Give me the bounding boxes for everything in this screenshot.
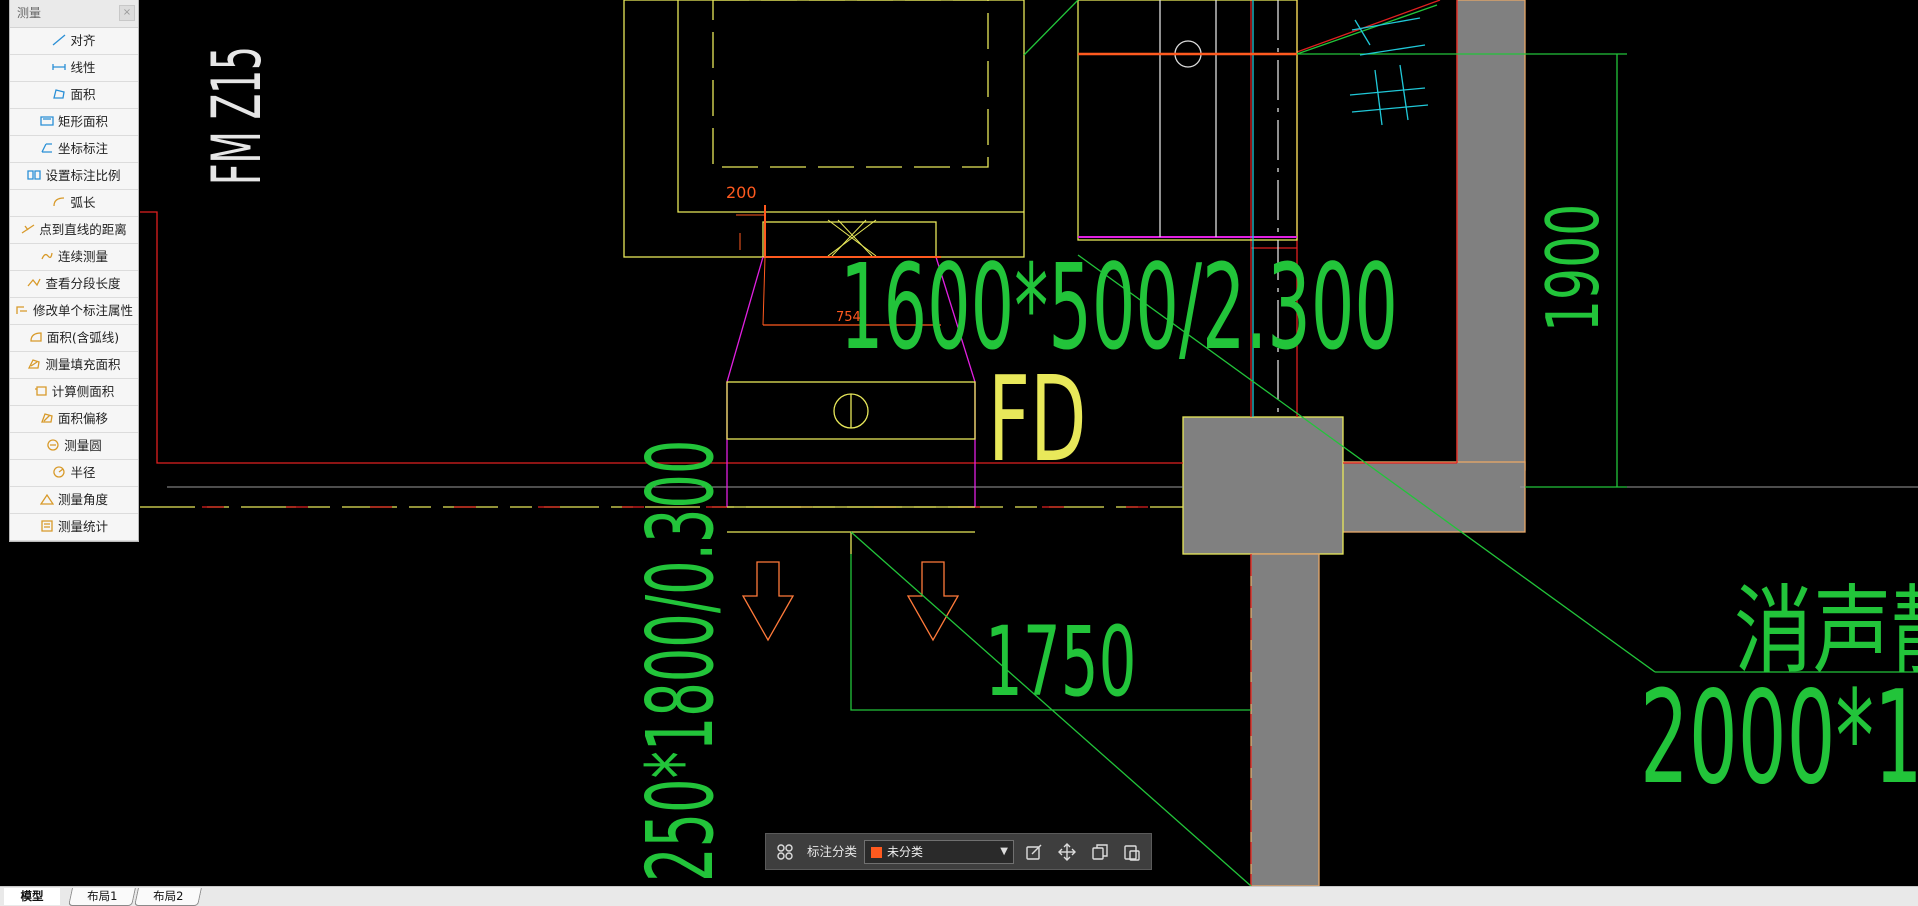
wall-right [1456,0,1526,471]
edit-dimension-icon [16,306,27,314]
copy-icon[interactable] [1091,843,1109,861]
layout-tab[interactable]: 布局1 [68,888,136,906]
scale-icon [27,170,42,180]
label-duct-vertical: 250*1800/0.300 [627,440,734,882]
segment-length-icon [27,278,42,287]
measure-panel-header: 测量 × [10,0,138,28]
measure-item-label: 面积偏移 [57,411,108,426]
measure-item[interactable]: 查看分段长度 [10,271,138,298]
continuous-measure-icon [41,252,53,260]
label-1600: 1600*500/2.300 [840,238,1398,376]
measure-item[interactable]: 设置标注比例 [10,163,138,190]
rectangle-area-icon [40,116,54,126]
dim-200: 200 [726,183,757,202]
category-label: 标注分类 [807,844,858,859]
label-2000: 2000*1 [1640,663,1918,812]
grid-menu-icon[interactable] [776,843,794,861]
layout-tab-bar: 模型 布局1 布局2 [0,886,1918,906]
category-value: 未分类 [887,845,924,859]
dashed-equipment [712,0,989,168]
measure-item-label: 测量填充面积 [45,357,121,372]
label-1750: 1750 [985,606,1136,718]
chevron-down-icon: ▼ [1000,846,1008,857]
panel-close-button[interactable]: × [119,5,135,21]
measure-item[interactable]: 半径 [10,460,138,487]
category-select[interactable]: 未分类 ▼ [864,840,1014,864]
side-area-icon [34,386,47,396]
measure-item-label: 点到直线的距离 [39,222,127,237]
measure-item[interactable]: 测量填充面积 [10,352,138,379]
circle-measure-icon [47,439,59,451]
paste-icon[interactable] [1123,843,1141,861]
measure-item-label: 计算侧面积 [51,384,115,399]
dim-754: 754 [836,310,861,325]
measure-item-label: 测量角度 [57,492,108,507]
label-fm: FM Z15 [197,46,276,185]
wall-horizontal [1341,461,1526,533]
measure-item-label: 修改单个标注属性 [32,303,133,318]
measure-panel-title: 测量 [17,6,42,20]
label-fd: FD [988,352,1086,489]
measure-item-label: 连续测量 [57,249,108,264]
area-offset-icon [41,413,53,423]
coordinate-icon [41,143,52,153]
column-block [1182,416,1344,555]
label-1900: 1900 [1531,204,1616,332]
measure-item-label: 对齐 [70,33,96,48]
measure-item-label: 线性 [70,60,96,75]
wall-vertical [1250,553,1320,886]
measure-item-label: 坐标标注 [57,141,108,156]
measure-item[interactable]: 线性 [10,55,138,82]
aligned-dimension-icon [53,34,66,46]
hatch-area-icon [28,359,41,369]
radius-icon [53,466,66,478]
measure-item[interactable]: 点到直线的距离 [10,217,138,244]
area-icon [53,89,66,99]
dimension-category-toolbar: 标注分类 未分类 ▼ [765,833,1152,870]
measure-item-label: 面积 [70,87,96,102]
measure-panel: 测量 × 对齐线性面积矩形面积坐标标注设置标注比例弧长点到直线的距离连续测量查看… [9,0,139,542]
measure-item-label: 面积(含弧线) [46,330,120,345]
upper-duct-box [623,0,1025,258]
point-line-distance-icon [21,224,35,234]
measure-item[interactable]: 测量统计 [10,514,138,541]
edit-icon[interactable] [1025,843,1043,861]
measure-item[interactable]: 对齐 [10,28,138,55]
cad-drawing-canvas[interactable]: FM Z15 1600*500/2.300 FD 1900 1750 250*1… [0,0,1918,886]
measure-item[interactable]: 测量圆 [10,433,138,460]
layout-tab-label: 布局1 [86,889,118,903]
measure-item[interactable]: 弧长 [10,190,138,217]
measure-item-label: 查看分段长度 [45,276,121,291]
measure-item-label: 设置标注比例 [45,168,121,183]
measure-item-label: 测量圆 [64,438,102,453]
measure-item[interactable]: 计算侧面积 [10,379,138,406]
layout-tab[interactable]: 布局2 [134,888,202,906]
move-icon[interactable] [1058,843,1076,861]
angle-icon [39,493,54,505]
measure-item[interactable]: 面积(含弧线) [10,325,138,352]
measure-item-label: 弧长 [70,195,96,210]
measure-item-label: 半径 [70,465,96,480]
layout-tab[interactable]: 模型 [4,888,60,905]
statistics-icon [41,520,53,532]
measure-item[interactable]: 修改单个标注属性 [10,298,138,325]
measure-item[interactable]: 面积偏移 [10,406,138,433]
layout-tab-label: 布局2 [152,889,184,903]
linear-dimension-icon [52,64,67,70]
arc-length-icon [53,197,65,207]
red-duct-outline [140,211,1183,464]
measure-item-label: 矩形面积 [57,114,108,129]
measure-item[interactable]: 面积 [10,82,138,109]
measure-item[interactable]: 连续测量 [10,244,138,271]
measure-item[interactable]: 矩形面积 [10,109,138,136]
label-silencer: 消声静 [1734,575,1918,687]
category-color-swatch [871,847,882,858]
measure-item-label: 测量统计 [57,519,108,534]
close-icon: × [122,7,132,18]
measure-item[interactable]: 测量角度 [10,487,138,514]
layout-tab-label: 模型 [20,889,44,903]
measure-item[interactable]: 坐标标注 [10,136,138,163]
arc-area-icon [30,332,42,342]
